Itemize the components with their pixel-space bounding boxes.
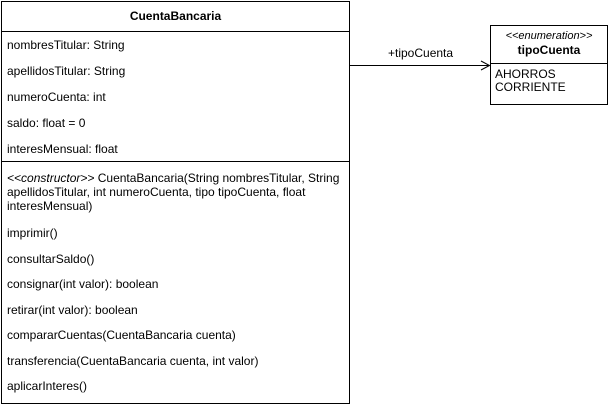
class-name: CuentaBancaria (2, 2, 349, 32)
enumeration-stereotype: <<enumeration>> (505, 30, 593, 42)
attribute-item: nombresTitular: String (7, 38, 125, 52)
arrowhead-icon (480, 60, 491, 71)
enumeration-values: AHORROS CORRIENTE (491, 64, 607, 94)
attribute-item: apellidosTitular: String (7, 64, 126, 78)
operation-item: transferencia(CuentaBancaria cuenta, int… (7, 353, 259, 368)
enumeration-header: <<enumeration>> tipoCuenta (491, 26, 607, 64)
attribute-item: saldo: float = 0 (7, 116, 86, 130)
enum-value: CORRIENTE (495, 80, 566, 94)
constructor-stereotype: <<constructor>> (7, 171, 95, 185)
operation-item: retirar(int valor): boolean (7, 302, 138, 317)
constructor-operation: <<constructor>> CuentaBancaria(String no… (2, 171, 349, 213)
operations-compartment: <<constructor>> CuentaBancaria(String no… (2, 162, 349, 400)
association-label: +tipoCuenta (388, 46, 454, 60)
operation-item: consultarSaldo() (7, 251, 95, 266)
constructor-signature: CuentaBancaria(String nombresTitular, St… (7, 171, 340, 213)
operation-item: aplicarInteres() (7, 379, 88, 393)
operation-item: imprimir() (7, 226, 58, 240)
attribute-item: interesMensual: float (7, 142, 118, 156)
enum-value: AHORROS (495, 67, 556, 81)
enumeration-tipocuenta[interactable]: <<enumeration>> tipoCuenta AHORROS CORRI… (490, 25, 608, 105)
operation-item: compararCuentas(CuentaBancaria cuenta) (7, 328, 236, 342)
attributes-compartment: nombresTitular: String apellidosTitular:… (2, 32, 349, 162)
association-arrow (350, 60, 491, 71)
attribute-item: numeroCuenta: int (7, 90, 106, 104)
class-cuentabancaria[interactable]: CuentaBancaria nombresTitular: String ap… (1, 1, 350, 404)
enumeration-name: tipoCuenta (517, 43, 581, 57)
operation-item: consignar(int valor): boolean (7, 277, 159, 291)
